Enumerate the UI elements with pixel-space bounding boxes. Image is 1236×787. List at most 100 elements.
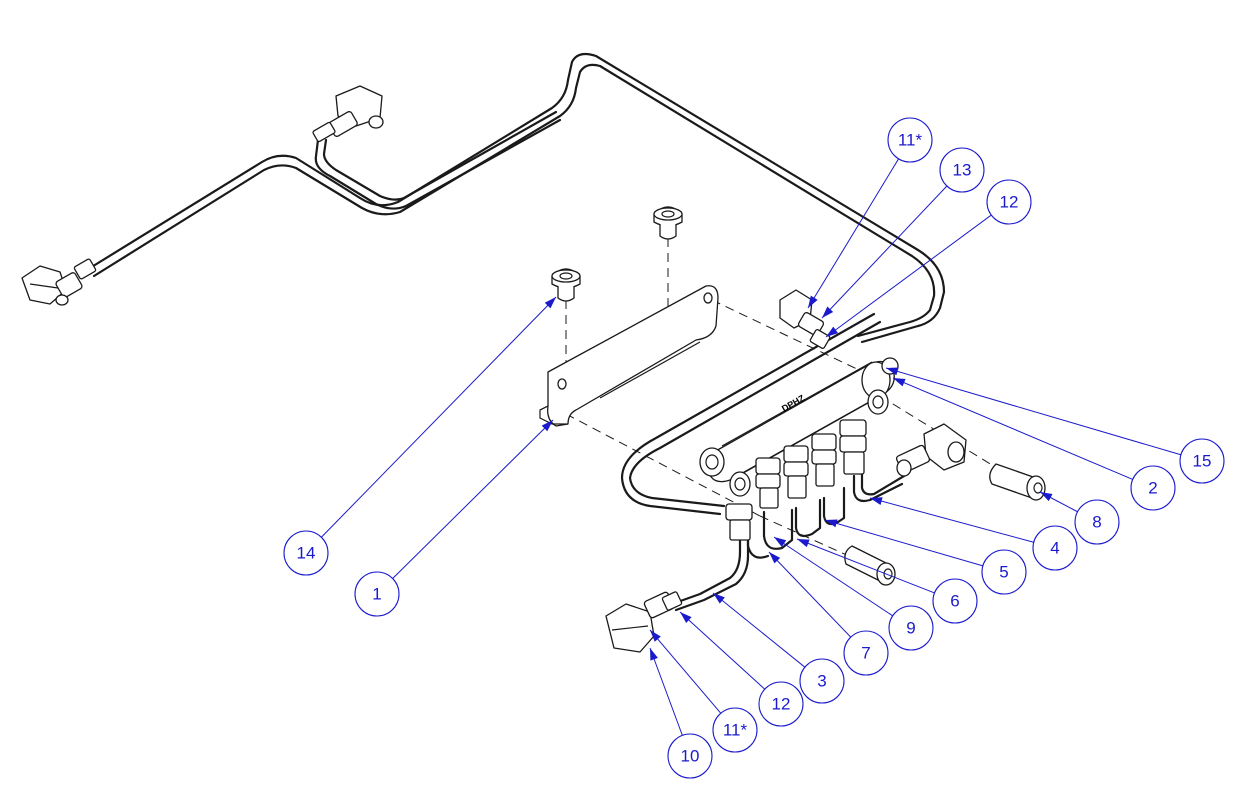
callout-balloon-c13: 13 <box>939 147 985 193</box>
callout-circle <box>986 179 1032 225</box>
callout-leaders <box>321 158 1182 736</box>
callout-label: 8 <box>1092 513 1101 532</box>
callout-balloon-c11a: 11* <box>887 117 933 163</box>
callout-balloon-c6: 6 <box>932 578 978 624</box>
leader-arrowhead-c12a <box>826 326 839 337</box>
leader-arrowhead-c3 <box>713 593 725 604</box>
leader-arrowhead-c8 <box>1040 492 1053 502</box>
leader-line-c5 <box>824 519 984 567</box>
callout-circle <box>888 605 934 651</box>
callout-circle <box>1074 499 1120 545</box>
leader-line-c6 <box>796 538 935 594</box>
tube-lines <box>88 52 946 612</box>
leader-line-c9 <box>773 536 893 617</box>
callout-balloon-c3: 3 <box>799 658 845 704</box>
leader-arrowhead-c2 <box>893 378 906 387</box>
callout-circle <box>758 681 804 727</box>
leader-arrowhead-c14 <box>544 297 556 309</box>
manifold-block: DPHZ <box>699 357 899 497</box>
mounting-bracket <box>539 285 719 427</box>
callout-balloon-c11b: 11* <box>712 707 758 753</box>
callout-balloon-c12b: 12 <box>758 681 804 727</box>
callout-label: 1 <box>372 585 381 604</box>
callout-circle <box>1032 525 1078 571</box>
leader-line-c14 <box>321 296 557 538</box>
leader-line-c10 <box>649 647 683 736</box>
callout-balloon-c14: 14 <box>283 530 329 576</box>
callout-balloon-c4: 4 <box>1032 525 1078 571</box>
leader-arrowhead-c11a <box>808 295 818 308</box>
callout-circle <box>667 733 713 779</box>
callout-balloon-c7: 7 <box>843 630 889 676</box>
leader-line-c12b <box>679 611 766 690</box>
leader-arrowhead-c9 <box>774 537 787 547</box>
callout-label: 2 <box>1148 479 1157 498</box>
leader-line-c15 <box>885 367 1182 456</box>
callout-circle <box>1130 465 1176 511</box>
callout-balloon-c9: 9 <box>888 605 934 651</box>
outlet-fittings <box>725 419 867 541</box>
leader-arrowhead-c1 <box>541 420 553 432</box>
leader-line-c7 <box>768 551 852 638</box>
button-head-bolt-left <box>551 268 581 302</box>
callout-label: 11* <box>723 721 748 740</box>
callout-balloon-c15: 15 <box>1179 438 1225 484</box>
callout-label: 7 <box>861 644 870 663</box>
callout-label: 11* <box>898 131 923 150</box>
leader-line-c3 <box>712 592 806 668</box>
callout-balloon-c5: 5 <box>981 549 1027 595</box>
leader-arrowhead-c13 <box>822 306 834 318</box>
callout-circle <box>843 630 889 676</box>
leader-line-c2 <box>892 377 1133 480</box>
leader-arrowhead-c12b <box>680 612 692 624</box>
callout-circle <box>932 578 978 624</box>
shoulder-bolt-6 <box>844 545 896 586</box>
upper-left-elbow-fitting <box>21 258 97 306</box>
callout-balloon-c8: 8 <box>1074 499 1120 545</box>
leader-line-c11b <box>649 629 722 714</box>
callout-label: 12 <box>772 695 791 714</box>
shoulder-bolt-8 <box>989 463 1046 501</box>
callout-circle <box>283 530 329 576</box>
right-angle-fitting-13 <box>779 289 831 349</box>
callout-label: 15 <box>1193 452 1212 471</box>
leader-arrowhead-c10 <box>650 648 658 661</box>
callout-balloon-c2: 2 <box>1130 465 1176 511</box>
button-head-bolt-right <box>653 206 683 240</box>
callout-label: 9 <box>906 619 915 638</box>
callout-label: 14 <box>297 544 316 563</box>
callout-balloon-c10: 10 <box>667 733 713 779</box>
callout-label: 6 <box>950 592 959 611</box>
elbow-fitting-4 <box>895 423 967 477</box>
leader-arrowhead-c4 <box>870 497 883 505</box>
leader-arrowhead-c11b <box>650 630 661 642</box>
leader-line-c1 <box>392 419 554 579</box>
callout-circle <box>887 117 933 163</box>
callout-circle <box>981 549 1027 595</box>
callout-circle <box>1179 438 1225 484</box>
leader-arrowhead-c7 <box>769 552 781 564</box>
callout-circle <box>799 658 845 704</box>
callout-circle <box>712 707 758 753</box>
callout-label: 12 <box>1000 193 1019 212</box>
leader-line-c12a <box>825 214 992 338</box>
callout-circle <box>354 571 400 617</box>
leader-arrowhead-c15 <box>886 367 899 376</box>
callout-balloon-c12a: 12 <box>986 179 1032 225</box>
leader-line-c4 <box>869 497 1034 543</box>
leader-arrowhead-c5 <box>825 519 838 528</box>
top-elbow-fitting <box>312 85 384 143</box>
leader-line-c13 <box>821 185 948 319</box>
lower-left-elbow-fitting <box>605 591 683 653</box>
callout-label: 5 <box>999 563 1008 582</box>
leader-arrowhead-c6 <box>797 539 810 548</box>
callout-label: 10 <box>681 747 700 766</box>
callout-label: 3 <box>817 672 826 691</box>
callout-label: 4 <box>1050 539 1059 558</box>
leader-line-c11a <box>807 158 900 309</box>
callout-balloon-c1: 1 <box>354 571 400 617</box>
assembly-guide-lines <box>565 238 1001 571</box>
callout-circle <box>939 147 985 193</box>
